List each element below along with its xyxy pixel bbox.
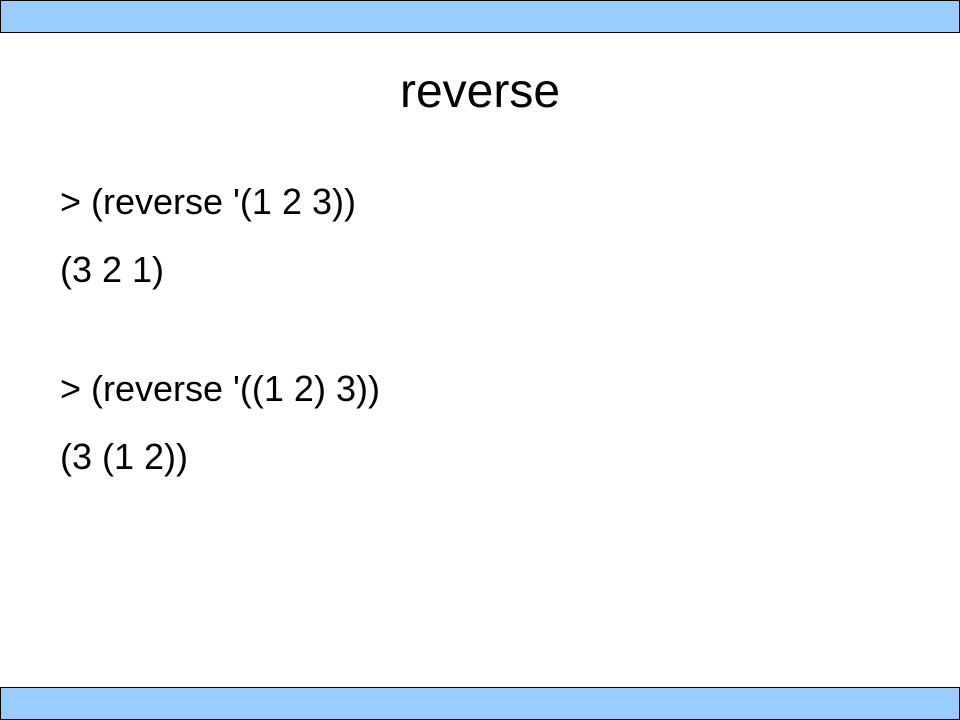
top-band	[0, 0, 960, 33]
slide-title: reverse	[399, 65, 561, 118]
repl-output-line-2: (3 (1 2))	[60, 436, 189, 477]
repl-input-line-2: > (reverse '((1 2) 3))	[60, 368, 380, 409]
repl-input-line-1: > (reverse '(1 2 3))	[60, 181, 356, 222]
repl-output-line-1: (3 2 1)	[60, 249, 165, 290]
bottom-band	[0, 687, 960, 720]
